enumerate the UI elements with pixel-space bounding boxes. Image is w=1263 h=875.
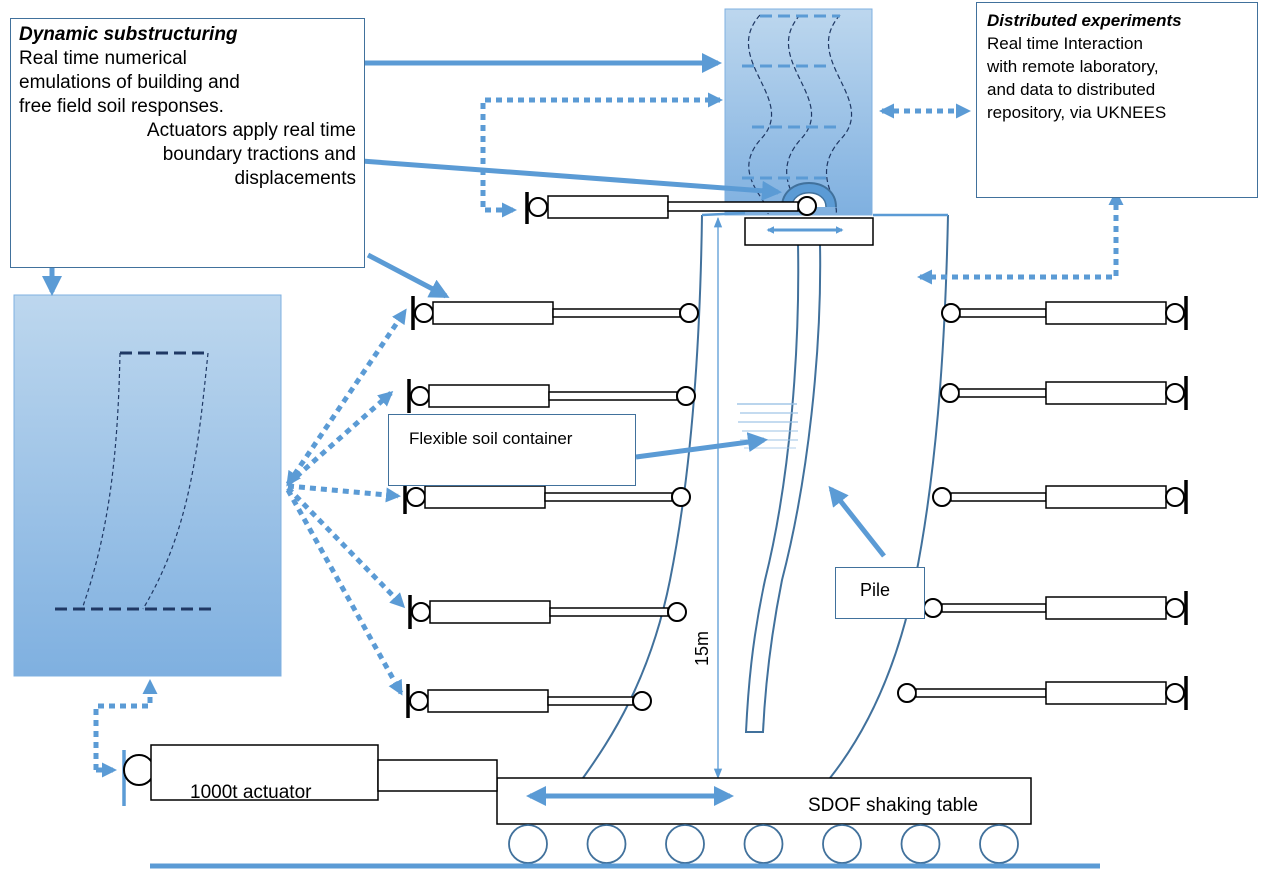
solid-arrows <box>42 53 886 558</box>
left-actuator <box>407 379 696 413</box>
dynamic-line-2: emulations of building and <box>19 72 240 93</box>
left-actuator <box>403 480 691 514</box>
top-actuator <box>525 192 799 224</box>
flexible-soil-container-label: Flexible soil container <box>388 414 636 486</box>
left-actuator <box>406 684 652 718</box>
roller <box>743 824 784 864</box>
right-actuators <box>897 296 1188 710</box>
distributed-experiments-title: Distributed experiments <box>987 11 1182 30</box>
roller <box>979 824 1019 864</box>
dynamic-substructuring-box: Dynamic substructuring Real time numeric… <box>10 18 365 268</box>
building-emulation-panel <box>724 8 873 216</box>
right-actuator <box>932 480 1188 514</box>
shaking-table <box>496 777 1032 825</box>
soil-emulation-panel <box>13 294 282 677</box>
main-actuator <box>122 744 498 806</box>
soil-column-sketch <box>55 351 212 611</box>
roller <box>665 824 705 864</box>
pile-label: Pile <box>835 567 925 619</box>
left-actuators <box>403 296 699 718</box>
left-actuator <box>411 296 699 330</box>
container-wall-right <box>829 214 949 779</box>
dynamic-line-5: boundary tractions and <box>162 144 356 165</box>
height-dimension-label: 15m <box>692 630 712 666</box>
table-rollers <box>508 824 1019 864</box>
container-top-edge-left <box>701 211 746 217</box>
distributed-line-4: repository, via UKNEES <box>987 103 1167 122</box>
container-wall-left <box>582 214 703 779</box>
right-actuator <box>923 591 1188 625</box>
main-actuator-label: 1000t actuator <box>190 782 312 803</box>
roller <box>586 824 627 864</box>
right-actuator <box>941 296 1188 330</box>
right-actuator <box>897 676 1188 710</box>
roller <box>508 824 548 864</box>
left-actuator <box>408 595 687 629</box>
distributed-line-3: and data to distributed <box>987 80 1156 99</box>
dynamic-line-6: displacements <box>234 168 356 189</box>
dotted-arrows <box>93 92 1124 778</box>
shaking-table-label: SDOF shaking table <box>808 795 979 816</box>
pile <box>744 243 822 733</box>
dynamic-line-1: Real time numerical <box>19 48 187 69</box>
soil-particles <box>737 403 798 449</box>
distributed-line-2: with remote laboratory, <box>987 57 1159 76</box>
dynamic-line-4: Actuators apply real time <box>146 120 356 141</box>
building-joint-pin <box>797 196 817 216</box>
roller <box>900 824 941 864</box>
distributed-experiments-box: Distributed experiments Real time Intera… <box>976 2 1258 198</box>
distributed-line-1: Real time Interaction <box>987 34 1143 53</box>
roller <box>822 824 862 864</box>
right-actuator <box>940 376 1188 410</box>
dynamic-line-3: free field soil responses. <box>19 96 224 117</box>
dynamic-substructuring-title: Dynamic substructuring <box>19 24 238 45</box>
